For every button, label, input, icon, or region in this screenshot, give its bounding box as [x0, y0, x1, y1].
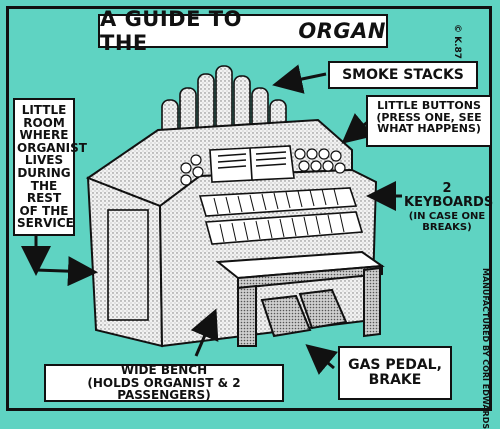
title-emphasis: ORGAN: [298, 19, 386, 43]
title-prefix: A GUIDE TO THE: [100, 7, 242, 55]
page-title: A GUIDE TO THE ORGAN: [98, 7, 388, 55]
organ-illustration: [21, 64, 402, 375]
wide-bench: [215, 250, 385, 347]
label-smoke-stacks: SMOKE STACKS: [328, 61, 478, 89]
label-little-room: LITTLE ROOM WHERE ORGANIST LIVES DURING …: [13, 98, 87, 236]
label-little-buttons: LITTLE BUTTONS (PRESS ONE, SEE WHAT HAPP…: [366, 95, 492, 147]
label-keyboards-sub: (IN CASE ONE BREAKS): [408, 211, 486, 233]
label-wide-bench-line1: WIDE BENCH: [120, 363, 208, 378]
label-gas-pedal-line2: BRAKE: [368, 372, 422, 388]
label-gas-pedal-line1: GAS PEDAL,: [348, 357, 442, 374]
label-wide-bench-line2: (HOLDS ORGANIST & 2 PASSENGERS): [87, 375, 241, 403]
pedals: [260, 288, 348, 338]
side-door: [107, 209, 149, 321]
label-keyboards-main: 2 KEYBOARDS: [404, 181, 494, 210]
artist-credit: MANUFACTURED BY CORI EDWARDS: [481, 268, 490, 429]
label-wide-bench: WIDE BENCH (HOLDS ORGANIST & 2 PASSENGER…: [44, 364, 284, 402]
label-gas-pedal: GAS PEDAL, BRAKE: [338, 346, 452, 400]
stop-buttons: [180, 148, 346, 186]
cartoon-frame: [6, 6, 492, 411]
keyboards: [198, 187, 364, 245]
music-book: [209, 145, 295, 183]
label-keyboards: 2 KEYBOARDS (IN CASE ONE BREAKS): [404, 181, 494, 233]
